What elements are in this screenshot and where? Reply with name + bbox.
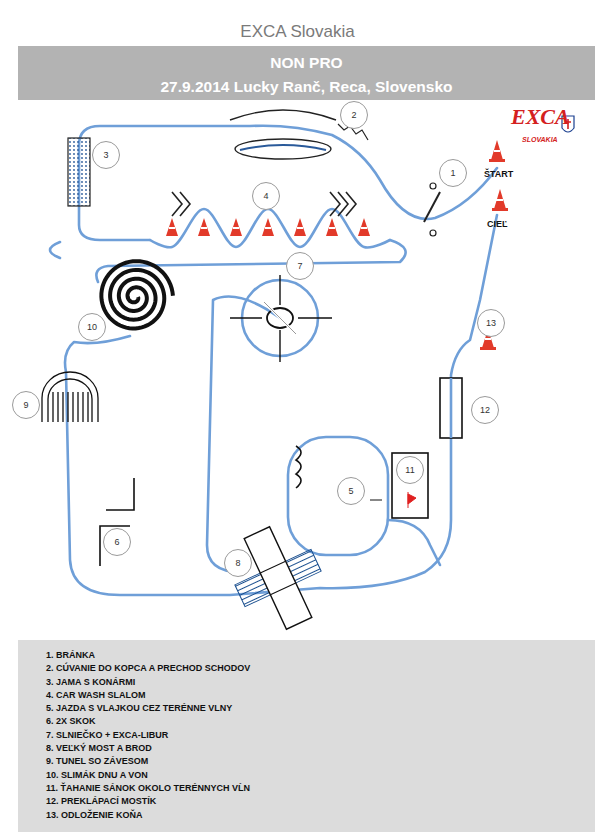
callout-number: 3	[92, 141, 120, 169]
red-flag	[408, 492, 416, 508]
finish-label: CIEĽ	[487, 219, 508, 229]
callout-text: 10	[87, 322, 97, 332]
callout-text: 6	[114, 537, 119, 547]
list-item: 13. ODLOŽENIE KOŇA	[46, 809, 595, 822]
callout-number: 9	[12, 391, 40, 419]
list-item: 2. CÚVANIE DO KOPCA A PRECHOD SCHODOV	[46, 662, 595, 675]
cone	[358, 218, 370, 236]
list-item: 8. VEĽKÝ MOST A BROD	[46, 742, 595, 755]
callout-number: 8	[224, 549, 252, 577]
bridge-and-ford	[219, 515, 337, 641]
jumps	[100, 478, 134, 566]
cone	[326, 218, 338, 236]
header-text: 27.9.2014 Lucky Ranč, Reca, Slovensko	[18, 75, 595, 99]
list-item: 9. TUNEL SO ZÁVESOM	[46, 755, 595, 768]
list-item: 12. PREKLÁPACÍ MOSTÍK	[46, 795, 595, 808]
callout-number: 2	[340, 101, 368, 129]
list-item: 10. SLIMÁK DNU A VON	[46, 769, 595, 782]
callout-text: 8	[235, 558, 240, 568]
cone	[166, 218, 178, 236]
callout-number: 7	[286, 252, 314, 280]
flag-tick	[370, 500, 382, 501]
callout-number: 1	[439, 159, 467, 187]
list-item: 6. 2X SKOK	[46, 715, 595, 728]
terrain-waves	[296, 446, 301, 488]
callout-text: 4	[263, 191, 268, 201]
gate	[424, 183, 440, 236]
cone	[198, 218, 210, 236]
list-item: 7. SLNIEČKO + EXCA-LIBUR	[46, 729, 595, 742]
callout-text: 2	[351, 110, 356, 120]
snail-spiral	[101, 261, 173, 328]
callout-number: 4	[252, 182, 280, 210]
tilting-bridge	[440, 378, 462, 438]
callout-number: 10	[78, 313, 106, 341]
callout-number: 6	[103, 528, 131, 556]
sled-box	[392, 453, 428, 518]
callout-text: 7	[297, 261, 302, 271]
cone	[262, 218, 274, 236]
pit	[68, 138, 90, 206]
cone	[294, 218, 306, 236]
callout-text: 1	[450, 168, 455, 178]
route-line	[450, 378, 453, 438]
slalom-cones	[166, 218, 370, 236]
callout-number: 11	[396, 456, 424, 484]
list-item: 5. JAZDA S VLAJKOU CEZ TERÉNNE VLNY	[46, 702, 595, 715]
header-text: NON PRO	[18, 51, 595, 75]
list-item: 4. CAR WASH SLALOM	[46, 689, 595, 702]
callout-text: 5	[348, 486, 353, 496]
callout-text: 11	[405, 465, 414, 475]
logo-text: EXCA	[511, 104, 570, 130]
callout-number: 5	[337, 477, 365, 505]
list-item: 11. ŤAHANIE SÁNOK OKOLO TERÉNNYCH VĹN	[46, 782, 595, 795]
callout-text: 3	[103, 150, 108, 160]
page-title: EXCA Slovakia	[0, 22, 595, 42]
obstacle-list: 1. BRÁNKA2. CÚVANIE DO KOPCA A PRECHOD S…	[18, 640, 595, 832]
header-band: NON PRO27.9.2014 Lucky Ranč, Reca, Slove…	[18, 46, 595, 100]
list-item: 1. BRÁNKA	[46, 649, 595, 662]
callout-text: 9	[23, 400, 28, 410]
cone	[230, 218, 242, 236]
sun-crosshair	[230, 275, 332, 362]
list-item: 3. JAMA S KONÁRMI	[46, 676, 595, 689]
callout-number: 12	[471, 396, 499, 424]
callout-text: 13	[486, 318, 496, 328]
callout-number: 13	[477, 309, 505, 337]
route-line	[50, 126, 497, 595]
callout-text: 12	[480, 405, 490, 415]
tunnel-curtain	[42, 372, 98, 422]
start-label: ŠTART	[484, 169, 513, 179]
logo-subtext: SLOVAKIA	[522, 136, 558, 143]
